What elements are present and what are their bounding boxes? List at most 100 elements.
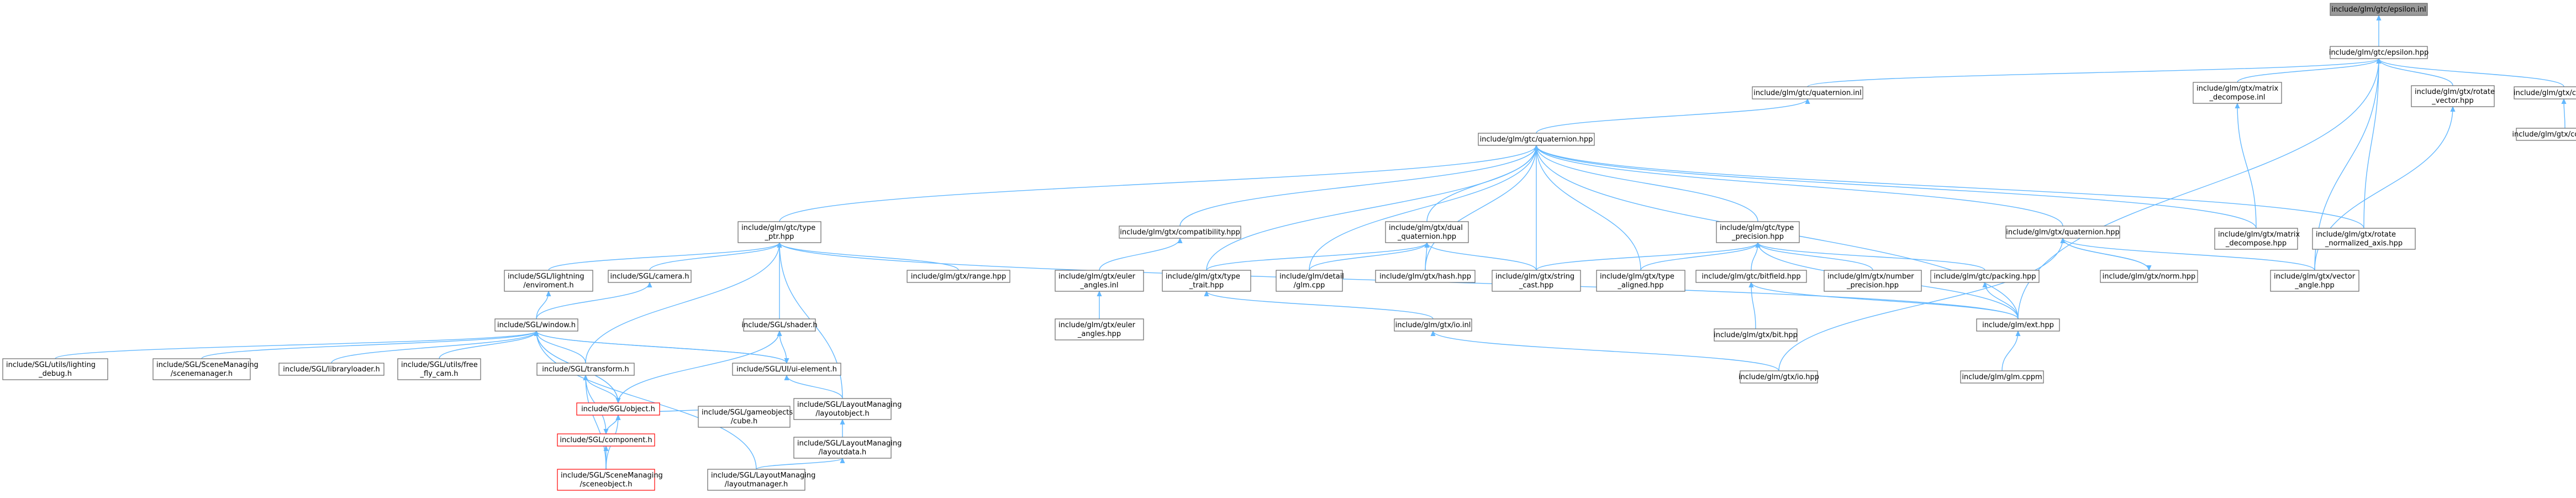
node-shader-h[interactable]: include/SGL/shader.h (741, 318, 818, 332)
edge-matrix_decompose_inl-to-epsilon_hpp (2237, 59, 2379, 83)
node-box (1492, 270, 1581, 292)
node-box (1162, 270, 1251, 292)
edge-ui_element_h-to-shader_h (779, 331, 787, 364)
node-ui-element-h[interactable]: include/SGL/UI/ui-element.h (732, 363, 841, 376)
node-string-cast-hpp[interactable]: include/glm/gtx/string_cast.hpp (1492, 270, 1581, 292)
node-label: include/glm/ext.hpp (1982, 321, 2054, 329)
node-component-h[interactable]: include/SGL/component.h (557, 433, 655, 447)
node-label: include/glm/gtc/packing.hpp (1934, 272, 2036, 281)
node-rotate-vector-hpp[interactable]: include/glm/gtx/rotate_vector.hpp (2411, 85, 2495, 107)
node-io-inl[interactable]: include/glm/gtx/io.inl (1394, 318, 1472, 332)
node-common-hpp[interactable]: include/glm/gtx/common.hpp (2512, 128, 2576, 141)
node-bit-hpp[interactable]: include/glm/gtx/bit.hpp (1714, 328, 1798, 342)
node-label: /enviroment.h (523, 281, 573, 290)
node-label: include/glm/gtx/string (1495, 272, 1574, 281)
node-type-ptr-hpp[interactable]: include/glm/gtc/type_ptr.hpp (737, 221, 821, 243)
node-layoutdata-h[interactable]: include/SGL/LayoutManaging/layoutdata.h (793, 437, 902, 459)
node-range-hpp[interactable]: include/glm/gtx/range.hpp (907, 270, 1010, 283)
node-rotate-normalized-axis-hpp[interactable]: include/glm/gtx/rotate_normalized_axis.h… (2312, 228, 2416, 250)
node-label: include/glm/gtx/type (1166, 272, 1240, 281)
node-label: include/glm/gtx/euler (1058, 321, 1136, 329)
node-io-hpp[interactable]: include/glm/gtx/io.hpp (1739, 370, 1819, 384)
node-label: include/glm/gtc/type (741, 224, 815, 232)
node-packing-hpp[interactable]: include/glm/gtc/packing.hpp (1930, 270, 2040, 283)
node-gtx-quaternion-hpp[interactable]: include/glm/gtx/quaternion.hpp (2005, 226, 2120, 239)
node-gameobjects-cube[interactable]: include/SGL/gameobjects/cube.h (698, 406, 793, 428)
edge-rotate_normalized_axis_hpp-to-epsilon_hpp (2363, 59, 2379, 229)
node-hash-hpp[interactable]: include/glm/gtx/hash.hpp (1375, 270, 1476, 283)
node-layoutmanager-h[interactable]: include/SGL/LayoutManaging/layoutmanager… (707, 469, 815, 491)
node-camera-h[interactable]: include/SGL/camera.h (608, 270, 692, 283)
node-common-inl[interactable]: include/glm/gtx/common.inl (2514, 86, 2576, 99)
node-box (2, 358, 108, 380)
node-ext-hpp[interactable]: include/glm/ext.hpp (1976, 318, 2060, 332)
edge-hash_hpp-to-dual_quaternion_hpp (1425, 243, 1427, 271)
node-label: /cube.h (731, 417, 757, 426)
node-label: include/glm/gtx/common.hpp (2512, 130, 2576, 139)
node-quaternion-hpp[interactable]: include/glm/gtc/quaternion.hpp (1478, 133, 1595, 146)
node-bitfield-hpp[interactable]: include/glm/gtc/bitfield.hpp (1695, 270, 1807, 283)
edge-transform_h-to-type_ptr_hpp (585, 243, 779, 364)
node-number-precision-hpp[interactable]: include/glm/gtx/number_precision.hpp (1824, 270, 1922, 292)
node-label: include/SGL/utils/free (401, 361, 478, 369)
node-layoutobject-h[interactable]: include/SGL/LayoutManaging/layoutobject.… (793, 398, 902, 420)
edge-type_trait_hpp-to-quaternion_hpp (1206, 145, 1536, 271)
node-box (2100, 270, 2198, 283)
node-object-h[interactable]: include/SGL/object.h (576, 402, 660, 416)
edge-libraryloader_h-to-window_h (331, 331, 536, 364)
node-type-precision-hpp[interactable]: include/glm/gtc/type_precision.hpp (1716, 221, 1800, 243)
node-box (1930, 270, 2040, 283)
node-free-fly-cam[interactable]: include/SGL/utils/free_fly_cam.h (397, 358, 481, 380)
node-transform-h[interactable]: include/SGL/transform.h (536, 363, 635, 376)
edge-scenemanager_h-to-window_h (201, 331, 536, 359)
node-sceneobject-h[interactable]: include/SGL/SceneManaging/sceneobject.h (557, 469, 663, 491)
node-label: include/glm/gtx/type (1600, 272, 1674, 281)
node-box (1714, 328, 1798, 342)
node-label: /glm.cpp (1294, 281, 1325, 290)
edge-io_hpp-to-io_inl (1433, 331, 1779, 371)
edge-type_precision_hpp-to-quaternion_hpp (1536, 145, 1758, 222)
node-label: include/SGL/SceneManaging (561, 471, 663, 480)
node-box (1055, 270, 1144, 292)
node-label: _trait.hpp (1189, 281, 1224, 290)
node-box (2270, 270, 2359, 292)
node-utils-lighting-debug[interactable]: include/SGL/utils/lighting_debug.h (2, 358, 108, 380)
node-epsilon-hpp[interactable]: include/glm/gtc/epsilon.hpp (2329, 46, 2429, 59)
node-euler-angles-inl[interactable]: include/glm/gtx/euler_angles.inl (1055, 270, 1144, 292)
node-label: include/SGL/shader.h (741, 321, 817, 329)
node-scenemanager-h[interactable]: include/SGL/SceneManaging/scenemanager.h (152, 358, 259, 380)
node-compatibility-hpp[interactable]: include/glm/gtx/compatibility.hpp (1119, 226, 1241, 239)
node-box (1596, 270, 1685, 292)
node-dual-quaternion-hpp[interactable]: include/glm/gtx/dual_quaternion.hpp (1385, 221, 1469, 243)
node-euler-angles-hpp[interactable]: include/glm/gtx/euler_angles.hpp (1055, 318, 1144, 340)
node-vector-angle-hpp[interactable]: include/glm/gtx/vector_angle.hpp (2270, 270, 2359, 292)
node-epsilon-inl: include/glm/gtc/epsilon.inl (2330, 3, 2428, 16)
node-box (1740, 370, 1818, 384)
node-matrix-decompose-inl[interactable]: include/glm/gtx/matrix_decompose.inl (2193, 82, 2282, 104)
node-window-h[interactable]: include/SGL/window.h (494, 318, 578, 332)
node-label: include/glm/gtc/bitfield.hpp (1701, 272, 1800, 281)
node-box (1385, 221, 1469, 243)
node-label: include/glm/gtx/norm.hpp (2103, 272, 2196, 281)
edge-ext_hpp-to-packing_hpp (1985, 282, 2019, 319)
edge-type_trait_hpp-to-dual_quaternion_hpp (1206, 243, 1427, 271)
node-type-aligned-hpp[interactable]: include/glm/gtx/type_aligned.hpp (1596, 270, 1685, 292)
node-type-trait-hpp[interactable]: include/glm/gtx/type_trait.hpp (1162, 270, 1251, 292)
node-libraryloader-h[interactable]: include/SGL/libraryloader.h (278, 363, 384, 376)
edge-quaternion_hpp-to-quaternion_inl (1536, 99, 1808, 134)
node-label: _debug.h (38, 370, 72, 378)
node-glm-cppm[interactable]: include/glm/glm.cppm (1960, 370, 2044, 384)
node-norm-hpp[interactable]: include/glm/gtx/norm.hpp (2100, 270, 2198, 283)
edge-layer (55, 15, 2565, 470)
node-box (1716, 221, 1800, 243)
edge-compatibility_hpp-to-quaternion_hpp (1179, 145, 1536, 227)
node-label: include/SGL/camera.h (610, 272, 689, 281)
node-label: include/glm/gtx/bit.hpp (1714, 331, 1798, 339)
node-quaternion-inl[interactable]: include/glm/gtc/quaternion.inl (1752, 86, 1863, 99)
node-lightning-env[interactable]: include/SGL/lightning/enviroment.h (504, 270, 593, 292)
node-detail-glm-cpp[interactable]: include/glm/detail/glm.cpp (1276, 270, 1344, 292)
node-matrix-decompose-hpp[interactable]: include/glm/gtx/matrix_decompose.hpp (2214, 228, 2300, 250)
node-label: include/SGL/UI/ui-element.h (736, 365, 837, 374)
node-box (494, 318, 578, 332)
node-label: include/glm/gtx/hash.hpp (1379, 272, 1471, 281)
